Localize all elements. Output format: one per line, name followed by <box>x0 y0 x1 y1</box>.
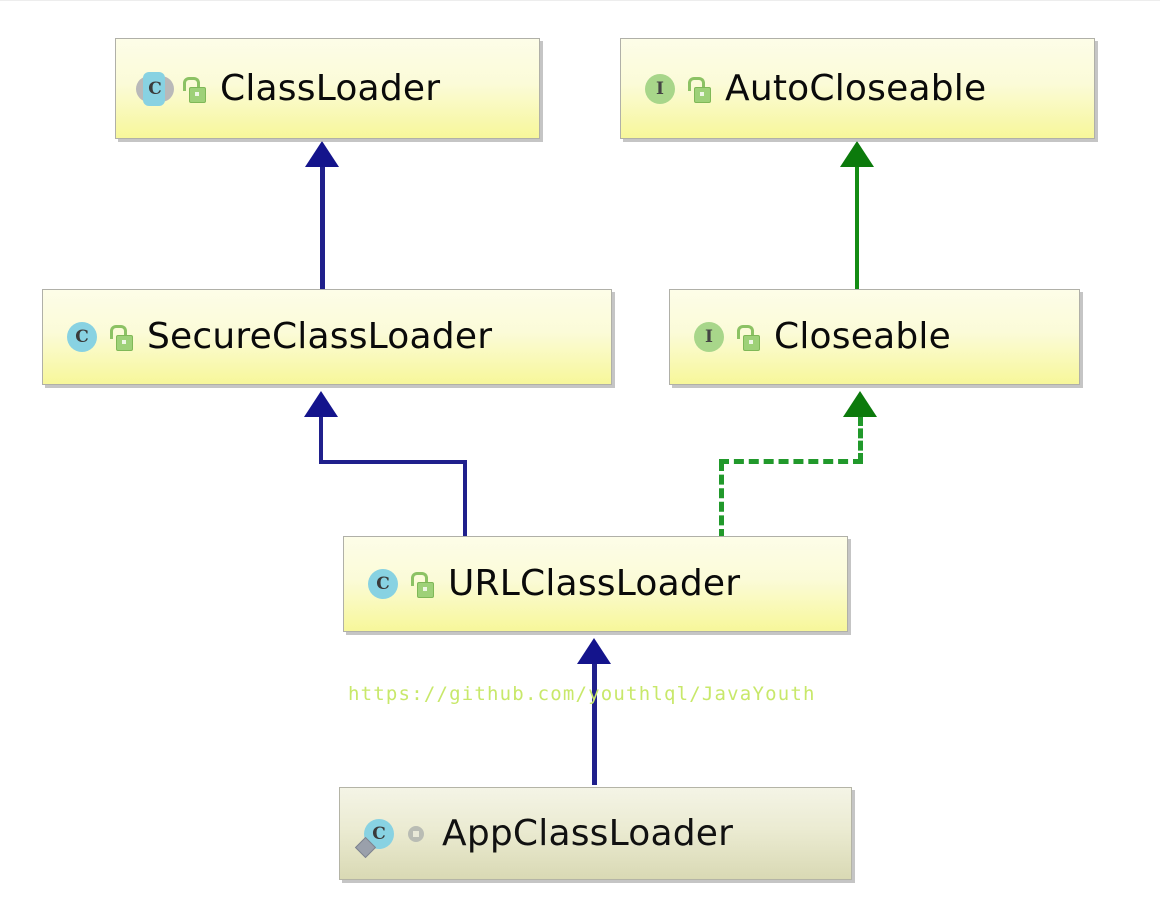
node-icons: I <box>643 72 711 106</box>
class-icon-glyph: C <box>75 327 89 347</box>
node-urlclassloader[interactable]: C URLClassLoader <box>343 536 848 632</box>
abstract-class-icon-glyph: C <box>148 78 162 99</box>
node-icons: C <box>366 567 434 601</box>
class-icon: C <box>354 817 396 858</box>
node-label: AppClassLoader <box>442 812 734 854</box>
watermark-text: https://github.com/youthlql/JavaYouth <box>348 683 816 705</box>
edge-arrowhead <box>305 141 339 167</box>
class-icon-glyph: C <box>372 823 386 844</box>
edge-line <box>320 166 325 289</box>
node-icons: C <box>65 320 133 354</box>
unlocked-padlock-icon <box>736 325 760 351</box>
edge-line <box>592 663 597 785</box>
unlocked-padlock-icon <box>182 76 206 103</box>
edge-arrowhead <box>304 391 338 417</box>
unlocked-padlock-icon <box>109 325 133 351</box>
edge-line <box>855 166 859 289</box>
node-icons: C <box>136 71 206 106</box>
edge-line-lower <box>463 460 467 536</box>
node-classloader[interactable]: C ClassLoader <box>115 38 540 139</box>
node-label: SecureClassLoader <box>147 316 493 357</box>
class-icon: C <box>366 567 400 601</box>
node-appclassloader[interactable]: C AppClassLoader <box>339 787 852 880</box>
node-label: ClassLoader <box>220 67 441 109</box>
interface-icon: I <box>692 320 726 354</box>
unlocked-padlock-icon <box>687 76 711 103</box>
edge-line-horizontal <box>719 459 863 464</box>
edge-line-upper <box>858 416 863 463</box>
edge-line-upper <box>319 416 323 464</box>
edge-line-horizontal <box>319 460 467 464</box>
node-label: AutoCloseable <box>725 67 987 109</box>
edge-arrowhead <box>577 638 611 664</box>
class-icon-glyph: C <box>376 574 390 594</box>
unlocked-padlock-icon <box>410 572 434 598</box>
node-secureclassloader[interactable]: C SecureClassLoader <box>42 289 612 385</box>
node-label: Closeable <box>774 316 951 357</box>
class-icon: C <box>65 320 99 354</box>
edge-line-lower <box>719 461 724 539</box>
package-private-icon <box>406 824 426 844</box>
node-icons: I <box>692 320 760 354</box>
interface-icon: I <box>643 72 677 106</box>
abstract-class-icon: C <box>136 71 174 106</box>
node-label: URLClassLoader <box>448 563 741 604</box>
edge-arrowhead <box>843 391 877 417</box>
node-icons: C <box>354 817 426 858</box>
interface-icon-glyph: I <box>656 78 664 99</box>
edge-arrowhead <box>840 141 874 167</box>
node-autocloseable[interactable]: I AutoCloseable <box>620 38 1095 139</box>
interface-icon-glyph: I <box>705 327 713 347</box>
node-closeable[interactable]: I Closeable <box>669 289 1080 385</box>
